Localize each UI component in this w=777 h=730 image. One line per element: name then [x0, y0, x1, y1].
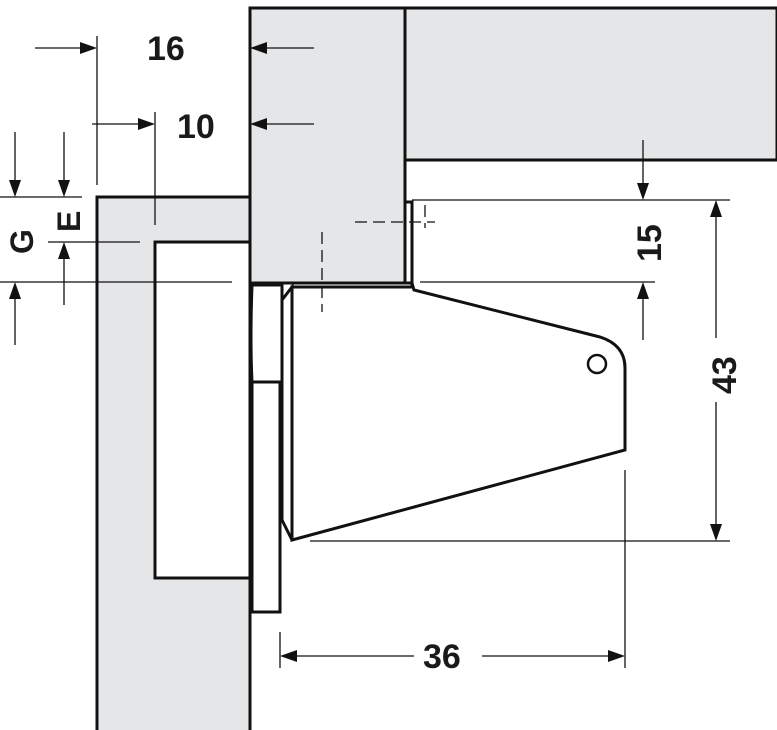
dim-43-arrow-bottom	[710, 524, 722, 541]
dim-36-arrow-left	[280, 650, 297, 662]
dim-e-arrow-bottom	[58, 242, 70, 259]
dim-g-arrow-top	[9, 180, 21, 197]
dim-15-arrow-bottom	[637, 282, 649, 299]
dim-43-arrow-top	[710, 200, 722, 217]
pivot-hole	[586, 353, 608, 375]
dim-43-label: 43	[706, 356, 744, 394]
hinge-arm-body	[290, 200, 627, 542]
dim-16-arrow-right	[250, 42, 267, 54]
dim-10-arrow-left	[138, 118, 155, 130]
dim-36-arrow-right	[608, 650, 625, 662]
door-top-block	[248, 6, 407, 285]
dim-16-label: 16	[147, 30, 185, 68]
hinge-arm-left-joint	[280, 282, 294, 541]
hinge-plate-curve	[249, 283, 284, 384]
dim-10-label: 10	[177, 108, 215, 146]
dim-g-arrow-bottom	[9, 282, 21, 299]
dim-15-label: 15	[631, 224, 669, 262]
hinge-plate-strip	[250, 380, 282, 614]
mounting-plate-recess	[153, 240, 252, 580]
dim-15-arrow-top	[637, 183, 649, 200]
dim-e-arrow-top	[58, 180, 70, 197]
dim-e-label: E	[51, 211, 87, 232]
dim-g-label: G	[4, 229, 40, 254]
dim-16-arrow-left	[80, 42, 97, 54]
dim-10-arrow-right	[250, 118, 267, 130]
door-panel-horizontal	[403, 6, 777, 162]
dim-36-label: 36	[423, 638, 461, 676]
